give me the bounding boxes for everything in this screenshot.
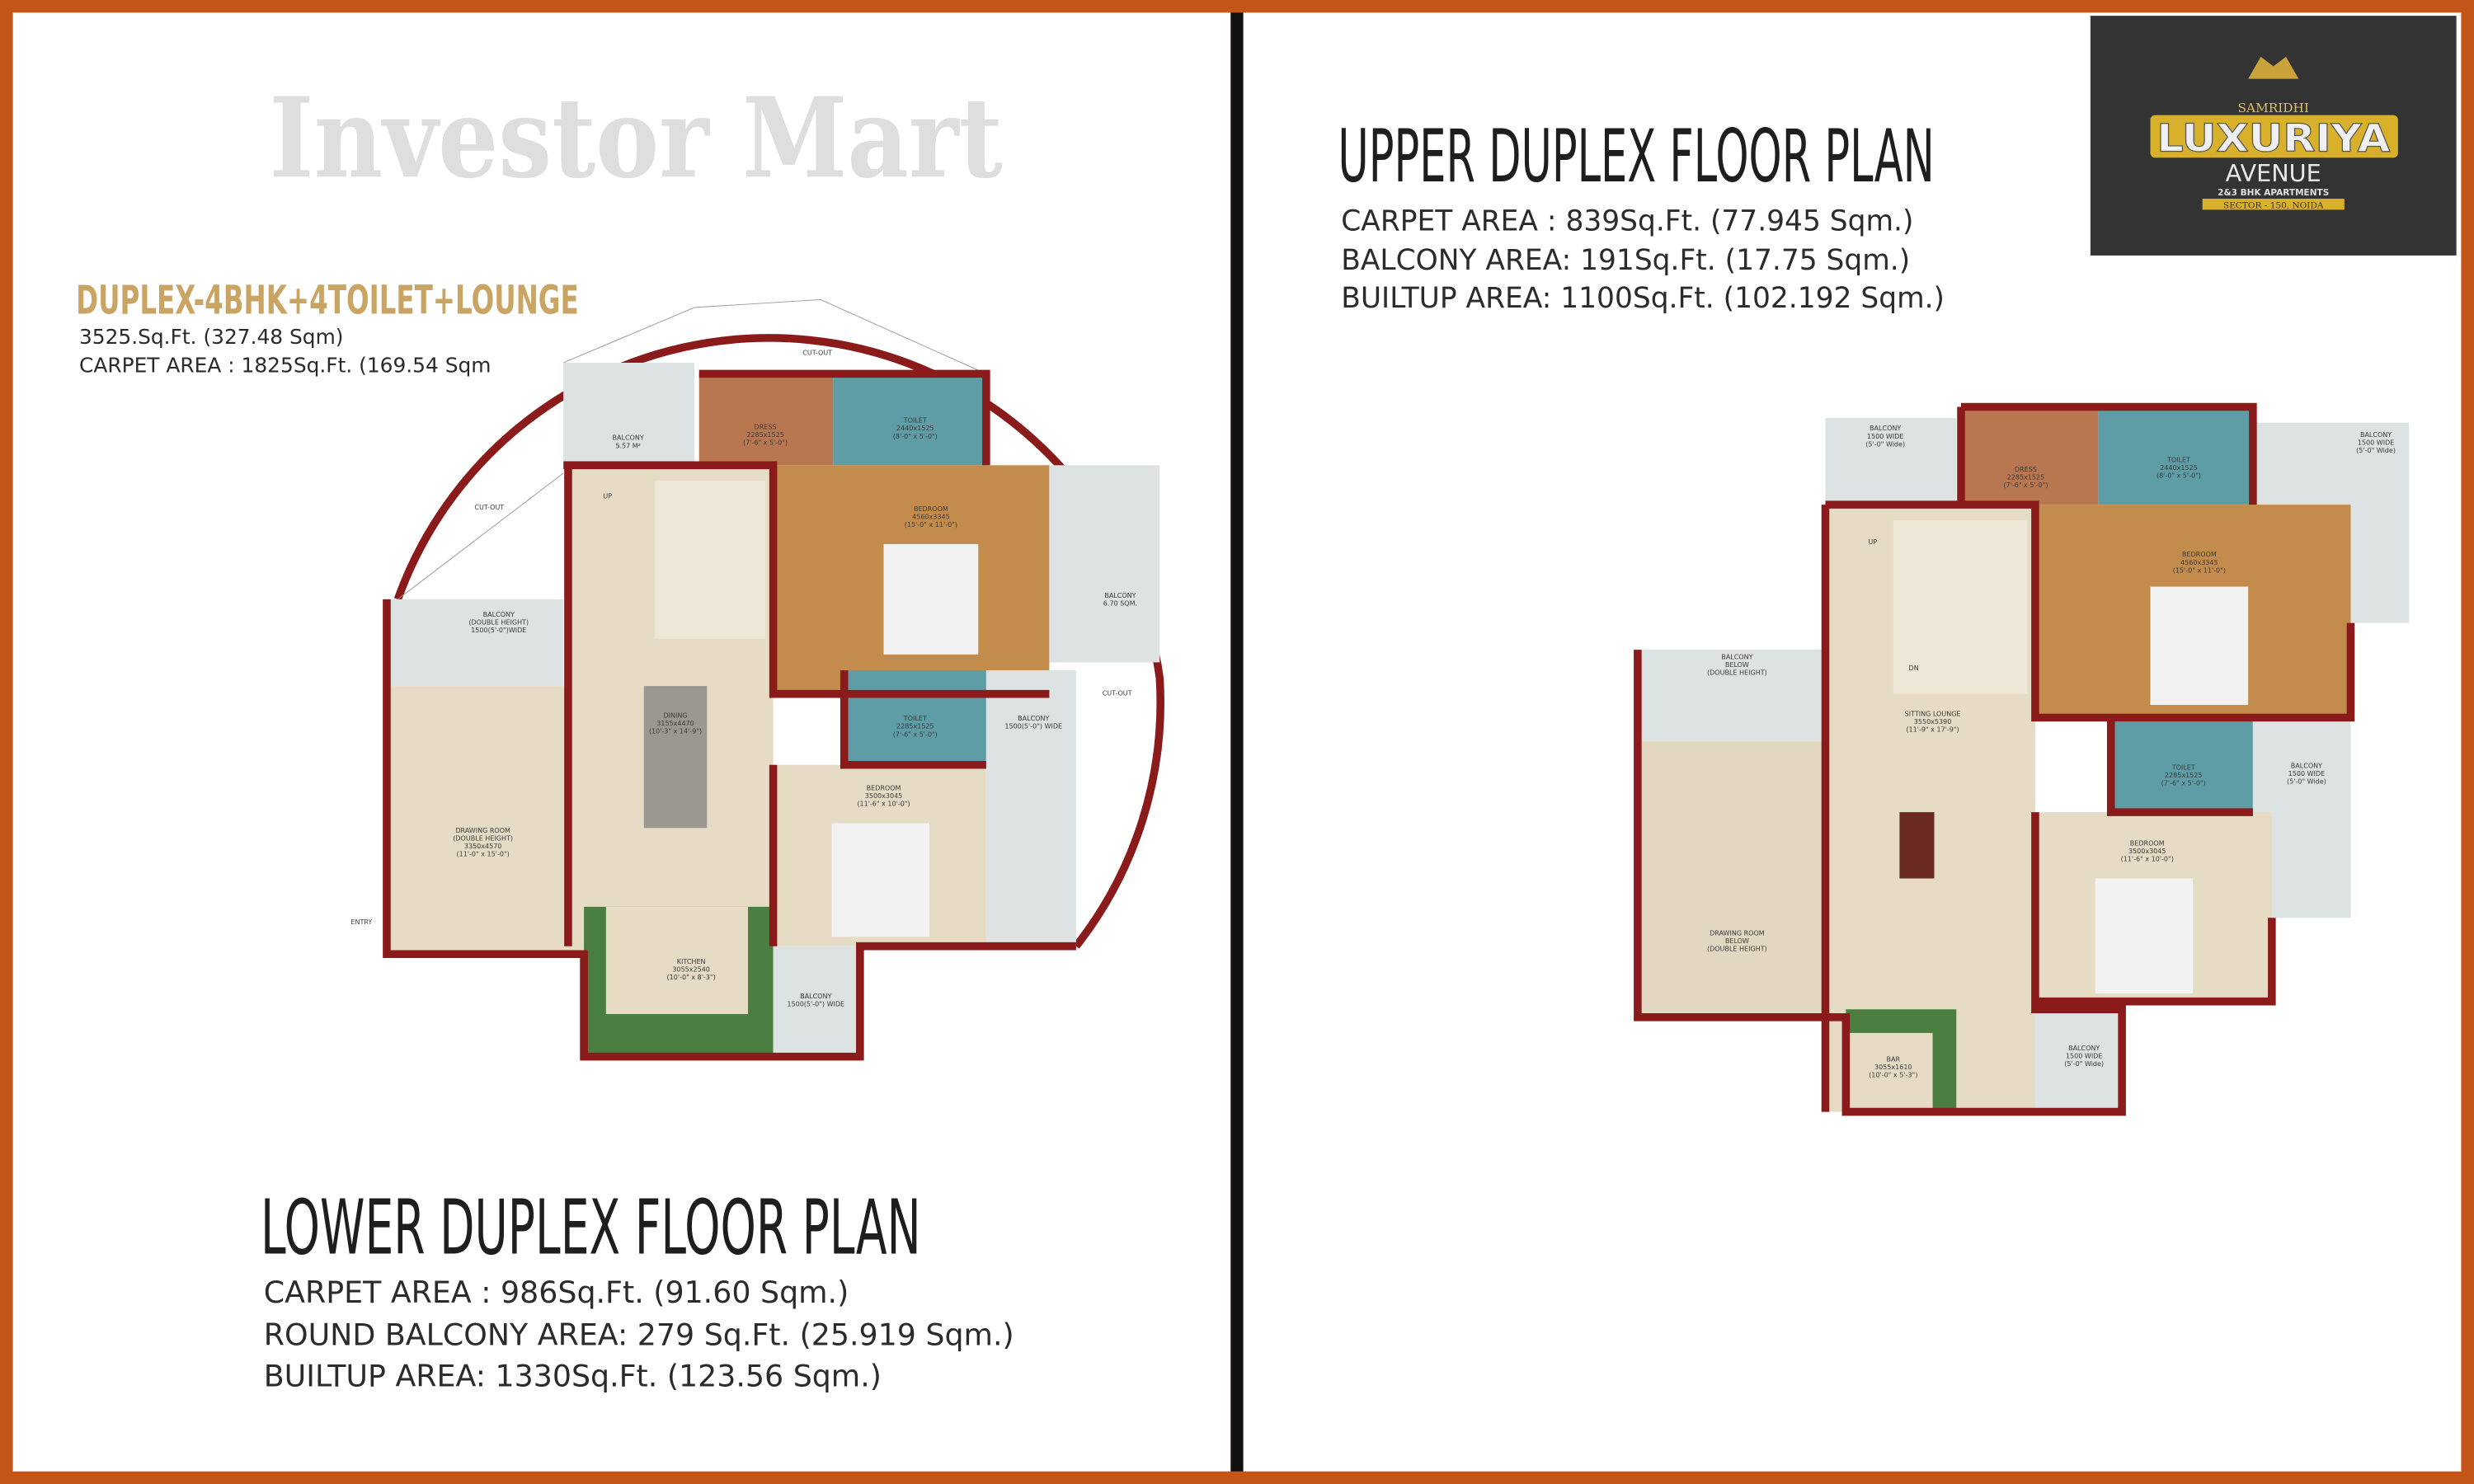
room-drawing bbox=[386, 686, 585, 955]
staircase bbox=[1893, 520, 2028, 694]
panel-divider bbox=[1230, 12, 1244, 1472]
staircase bbox=[655, 481, 766, 639]
coffee-table bbox=[1899, 812, 1935, 879]
walls bbox=[1634, 402, 2355, 1116]
label-cutout: CUT-OUT bbox=[802, 349, 832, 356]
room-toilet bbox=[2110, 717, 2253, 813]
logo-tagline: 2&3 BHK APARTMENTS bbox=[2218, 188, 2329, 198]
walls bbox=[383, 369, 1076, 1061]
room-balcony bbox=[2034, 1009, 2123, 1112]
room-balcony bbox=[1825, 417, 1957, 505]
lower-plan-title: LOWER DUPLEX FLOOR PLAN bbox=[261, 1184, 921, 1272]
upper-plan-title: UPPER DUPLEX FLOOR PLAN bbox=[1338, 114, 1934, 199]
watermark: Investor Mart bbox=[270, 74, 1003, 204]
unit-carpet-area: CARPET AREA : 1825Sq.Ft. (169.54 Sqm bbox=[79, 353, 492, 377]
lower-round-balcony-area: ROUND BALCONY AREA: 279 Sq.Ft. (25.919 S… bbox=[264, 1317, 1014, 1353]
label-cutout: CUT-OUT bbox=[474, 504, 504, 511]
lower-builtup-area: BUILTUP AREA: 1330Sq.Ft. (123.56 Sqm.) bbox=[264, 1358, 882, 1393]
bar-floor bbox=[1846, 1032, 1933, 1112]
logo-sub: AVENUE bbox=[2226, 159, 2321, 187]
room-balcony bbox=[1049, 465, 1160, 663]
room-balcony bbox=[563, 362, 694, 466]
label-drawing-room: DRAWING ROOM(DOUBLE HEIGHT)3350x4570(11'… bbox=[453, 827, 513, 858]
cutout-lines bbox=[397, 298, 987, 600]
room-dress bbox=[698, 373, 834, 466]
room-balcony bbox=[773, 946, 860, 1057]
bed bbox=[2150, 586, 2249, 706]
room-drawing-below bbox=[1637, 741, 1826, 1017]
unit-size: 3525.Sq.Ft. (327.48 Sqm) bbox=[79, 325, 344, 349]
label-balcony-double-height: BALCONY(DOUBLE HEIGHT)1500(5'-0")WIDE bbox=[468, 611, 529, 634]
kitchen-floor bbox=[605, 906, 749, 1014]
room-toilet bbox=[833, 373, 986, 466]
bed bbox=[2095, 878, 2194, 994]
upper-builtup-area: BUILTUP AREA: 1100Sq.Ft. (102.192 Sqm.) bbox=[1341, 282, 1945, 315]
label-dn: DN bbox=[1909, 665, 1919, 672]
label-up: UP bbox=[1869, 538, 1878, 546]
logo-location-bar bbox=[2202, 199, 2345, 210]
room-dress bbox=[1961, 406, 2099, 505]
room-balcony-below bbox=[1637, 650, 1826, 742]
logo-name: LUXURIYA bbox=[2157, 116, 2391, 161]
label-up: UP bbox=[603, 492, 612, 500]
crest-icon bbox=[2248, 56, 2299, 79]
lower-carpet-area: CARPET AREA : 986Sq.Ft. (91.60 Sqm.) bbox=[264, 1275, 849, 1310]
label-entry: ENTRY bbox=[350, 918, 372, 926]
dining-table bbox=[643, 686, 708, 829]
upper-balcony-area: BALCONY AREA: 191Sq.Ft. (17.75 Sqm.) bbox=[1341, 244, 1910, 277]
project-logo: SAMRIDHI LUXURIYA AVENUE 2&3 BHK APARTME… bbox=[2090, 16, 2457, 256]
unit-type-title: DUPLEX-4BHK+4TOILET+LOUNGE bbox=[76, 277, 579, 323]
room-toilet bbox=[2098, 406, 2253, 505]
room-toilet bbox=[844, 669, 986, 765]
label-cutout: CUT-OUT bbox=[1103, 690, 1132, 697]
logo-name-bar bbox=[2150, 115, 2398, 158]
logo-top: SAMRIDHI bbox=[2238, 101, 2309, 115]
logo-location: SECTOR - 150, NOIDA bbox=[2223, 200, 2324, 210]
room-balcony bbox=[985, 669, 1076, 946]
bed bbox=[831, 823, 929, 937]
bed bbox=[883, 543, 979, 655]
upper-carpet-area: CARPET AREA : 839Sq.Ft. (77.945 Sqm.) bbox=[1341, 204, 1913, 237]
room-balcony bbox=[386, 599, 564, 687]
